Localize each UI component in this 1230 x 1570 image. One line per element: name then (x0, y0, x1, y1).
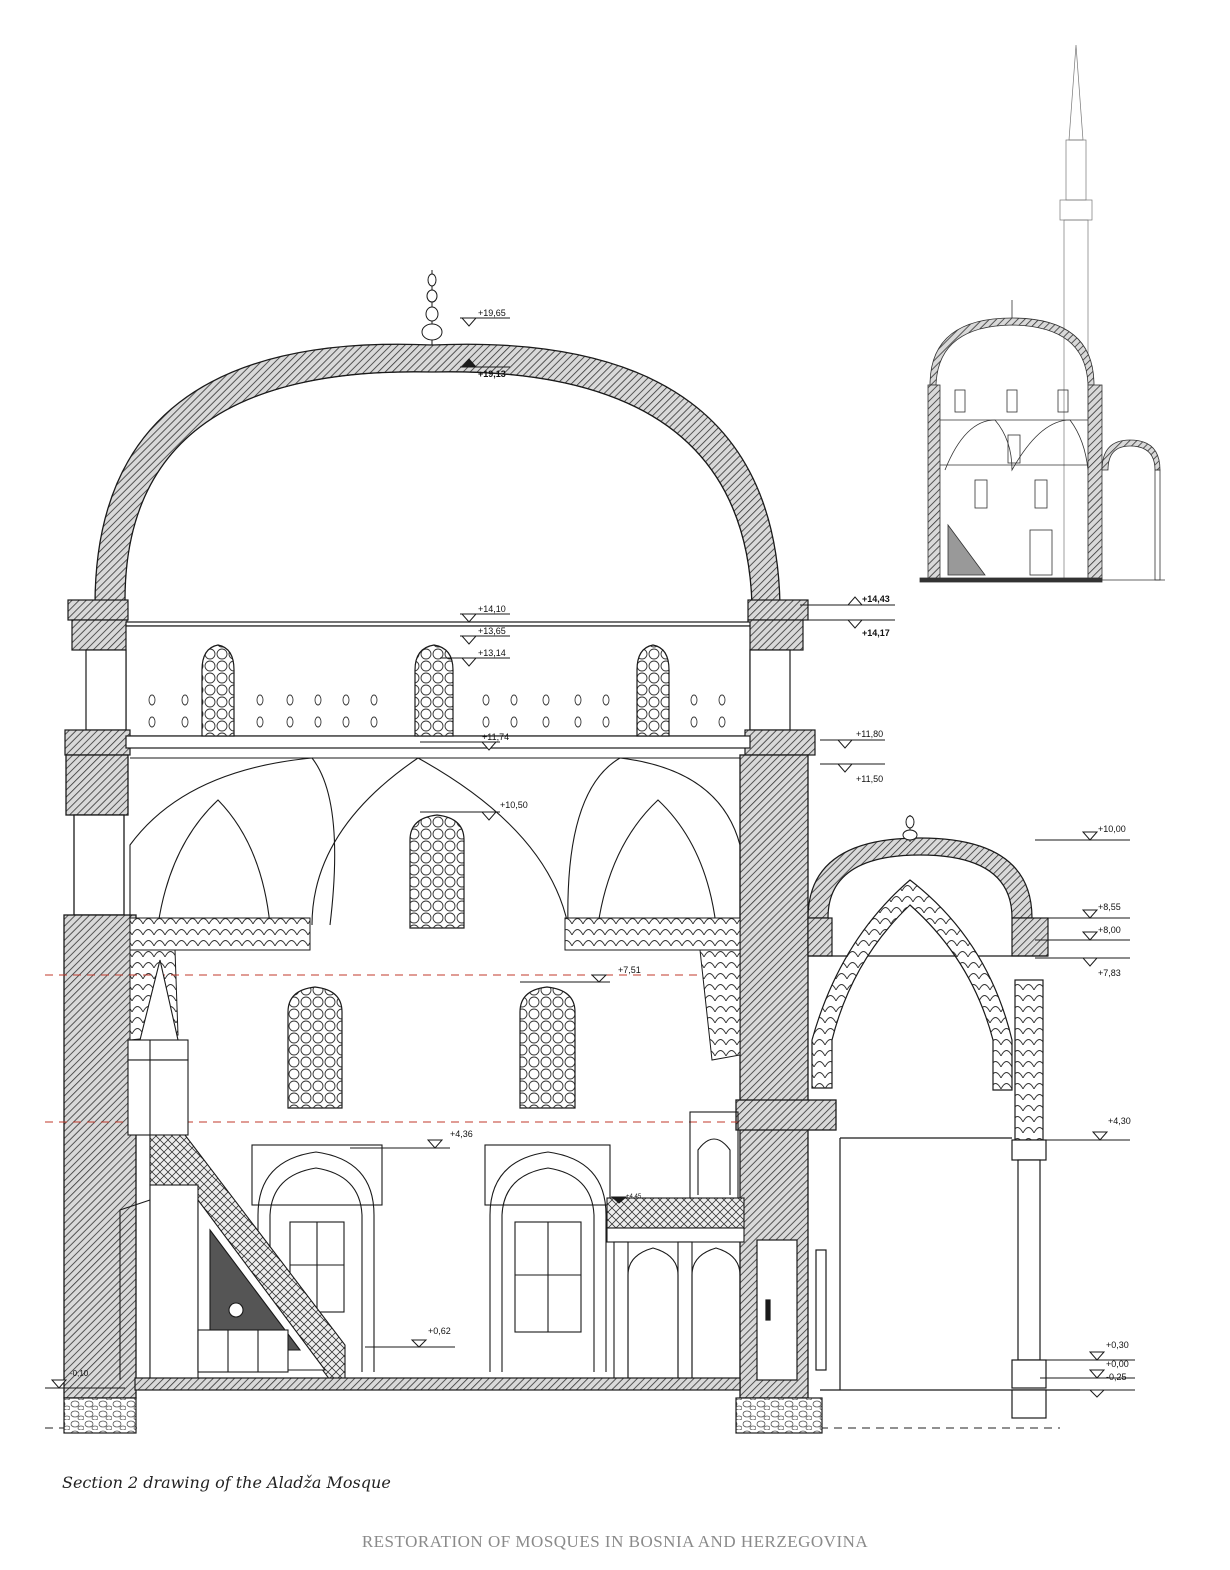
level-label: +0,30 (1106, 1340, 1129, 1350)
level-label: +13,65 (478, 626, 506, 636)
figure-caption: Section 2 drawing of the Aladža Mosque (62, 1473, 391, 1492)
ground-windows (251, 1111, 739, 1372)
level-label: -0,25 (1106, 1372, 1127, 1382)
level-label: +8,00 (1098, 925, 1121, 935)
floor (63, 1377, 1080, 1434)
portico (756, 837, 1049, 1419)
level-label: +19,13 (478, 369, 506, 379)
muqarnas-cornices (129, 917, 741, 1061)
level-label: +7,83 (1098, 968, 1121, 978)
level-label: +4,36 (450, 1129, 473, 1139)
level-label: +11,50 (856, 774, 883, 784)
minbar (119, 959, 346, 1381)
level-labels: +19,65 +19,13 +14,43 +14,17 +14,10 +13,6… (70, 308, 1131, 1382)
drum-oculi (148, 694, 726, 728)
hall-windows (287, 814, 576, 1109)
book-title: RESTORATION OF MOSQUES IN BOSNIA AND HER… (361, 1532, 869, 1551)
main-dome (94, 343, 781, 606)
level-label: +10,50 (500, 800, 528, 810)
level-label: +8,55 (1098, 902, 1121, 912)
level-label: +11,74 (482, 732, 509, 742)
level-label: +14,17 (862, 628, 890, 638)
level-label: +13,14 (478, 648, 506, 658)
level-label: +4,45 (626, 1194, 642, 1200)
level-label: +14,43 (862, 594, 890, 604)
dome-finial (421, 270, 443, 345)
level-label: -0,10 (70, 1369, 89, 1378)
level-label: +10,00 (1098, 824, 1126, 834)
level-label: +7,51 (618, 965, 641, 975)
portico-finial (902, 815, 918, 842)
level-label: +19,65 (478, 308, 506, 318)
inset-section (919, 300, 1165, 583)
level-markers (45, 317, 1135, 1398)
level-label: +0,00 (1106, 1359, 1129, 1369)
level-label: +0,62 (428, 1326, 451, 1336)
interior-arches (129, 757, 741, 926)
level-label: +14,10 (478, 604, 506, 614)
mahfil-gallery (606, 1197, 745, 1381)
level-label: +4,30 (1108, 1116, 1131, 1126)
level-label: +11,80 (856, 729, 883, 739)
inset-minaret (1059, 44, 1093, 581)
drum-windows (201, 644, 670, 737)
